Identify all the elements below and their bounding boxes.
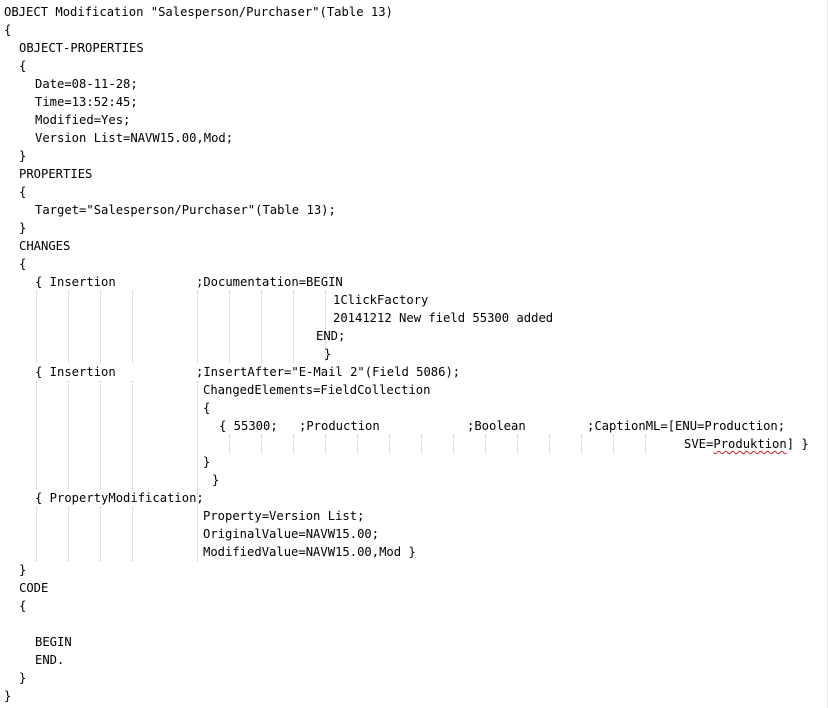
- indent-guide: [325, 435, 326, 453]
- indent-guide: [36, 291, 37, 363]
- indent-guide: [132, 381, 133, 489]
- indent-guide: [453, 435, 454, 453]
- code-line-doc-text: 20141212 New field 55300 added: [333, 311, 554, 325]
- indent-guide: [293, 435, 294, 453]
- code-line-field-type: ;Boolean: [467, 419, 526, 433]
- indent-guide: [581, 435, 582, 453]
- indent-guide: [421, 435, 422, 453]
- code-line-brace: }: [203, 455, 211, 469]
- code-line-target: Target="Salesperson/Purchaser"(Table 13)…: [35, 203, 336, 217]
- indent-guide: [293, 291, 294, 363]
- indent-guide: [132, 291, 133, 363]
- indent-guide: [261, 435, 262, 453]
- code-line-insertion: { Insertion: [35, 275, 116, 289]
- code-line-brace: {: [203, 401, 211, 415]
- indent-guide: [100, 381, 101, 489]
- code-line-brace: }: [19, 221, 27, 235]
- code-line-brace: {: [19, 59, 27, 73]
- spellcheck-word[interactable]: Produktion: [713, 437, 787, 451]
- code-line-modified-value: ModifiedValue=NAVW15.00,Mod }: [203, 545, 416, 559]
- indent-guide: [100, 291, 101, 363]
- indent-guide: [485, 435, 486, 453]
- indent-guide: [36, 507, 37, 561]
- indent-guide: [549, 435, 550, 453]
- indent-guide: [325, 291, 326, 363]
- code-line-time: Time=13:52:45;: [35, 95, 138, 109]
- code-line-brace: {: [19, 257, 27, 271]
- code-line-brace: {: [4, 23, 12, 37]
- indent-guide: [613, 435, 614, 453]
- code-line-object-header: OBJECT Modification "Salesperson/Purchas…: [4, 5, 393, 19]
- indent-guide: [68, 291, 69, 363]
- indent-guide: [229, 291, 230, 363]
- code-line-original-value: OriginalValue=NAVW15.00;: [203, 527, 380, 541]
- code-line-brace: }: [212, 473, 220, 487]
- code-line-brace: }: [19, 149, 27, 163]
- indent-guide: [357, 435, 358, 453]
- code-line-begin: BEGIN: [35, 635, 72, 649]
- code-line-documentation: ;Documentation=BEGIN: [196, 275, 343, 289]
- code-line-changes: CHANGES: [19, 239, 71, 253]
- code-line-property-modification: { PropertyModification;: [35, 491, 204, 505]
- indent-guide: [517, 435, 518, 453]
- code-line-insertion: { Insertion: [35, 365, 116, 379]
- indent-guide: [68, 507, 69, 561]
- indent-guide: [197, 291, 198, 363]
- code-line-field-name: ;Production: [299, 419, 380, 433]
- indent-guide: [645, 435, 646, 453]
- code-line-doc-text: 1ClickFactory: [333, 293, 429, 307]
- indent-guide: [197, 381, 198, 489]
- code-line-caption-sve: SVE=Produktion] }: [684, 437, 809, 451]
- indent-guide: [197, 489, 198, 561]
- indent-guide: [229, 435, 230, 453]
- indent-guide: [389, 435, 390, 453]
- code-line-brace: {: [19, 599, 27, 613]
- code-line-version-list: Version List=NAVW15.00,Mod;: [35, 131, 234, 145]
- code-line-caption-ml: ;CaptionML=[ENU=Production;: [587, 419, 786, 433]
- code-line-brace: }: [19, 563, 27, 577]
- code-line-changed-elements: ChangedElements=FieldCollection: [203, 383, 431, 397]
- indent-guide: [261, 291, 262, 363]
- code-line-brace: }: [19, 671, 27, 685]
- code-line-date: Date=08-11-28;: [35, 77, 138, 91]
- code-line-brace: {: [19, 185, 27, 199]
- indent-guide: [100, 507, 101, 561]
- code-line-end: END.: [35, 653, 65, 667]
- code-line-end: END;: [316, 329, 346, 343]
- code-line-property: Property=Version List;: [203, 509, 365, 523]
- code-line-properties: PROPERTIES: [19, 167, 93, 181]
- indent-guide: [36, 381, 37, 489]
- code-line-modified: Modified=Yes;: [35, 113, 131, 127]
- indent-guide: [132, 507, 133, 561]
- code-line-brace: }: [4, 689, 12, 703]
- code-line-code: CODE: [19, 581, 49, 595]
- code-line-insert-after: ;InsertAfter="E-Mail 2"(Field 5086);: [196, 365, 461, 379]
- code-line-field-number: { 55300;: [219, 419, 278, 433]
- code-line-brace: }: [324, 347, 332, 361]
- indent-guide: [68, 381, 69, 489]
- code-line-object-properties: OBJECT-PROPERTIES: [19, 41, 144, 55]
